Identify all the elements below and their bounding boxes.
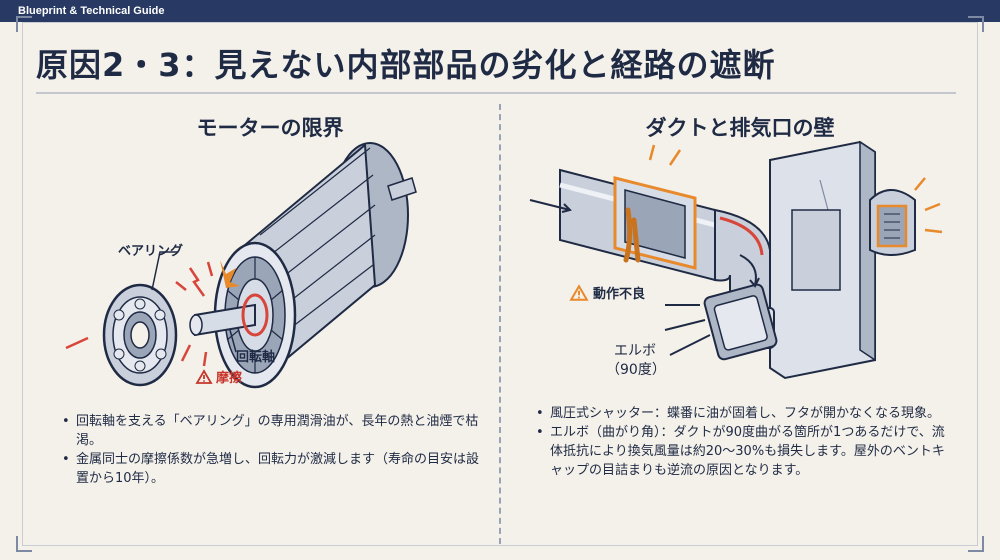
motor-section-title: モーターの限界 bbox=[196, 116, 344, 140]
bearing-leader-line bbox=[151, 251, 178, 291]
section-divider bbox=[499, 104, 501, 544]
list-item: 金属同士の摩擦係数が急増し、回転力が激減します（寿命の目安は設置から10年）。 bbox=[62, 450, 482, 488]
friction-warning: 摩擦 bbox=[195, 367, 243, 386]
arrow-icon bbox=[529, 199, 760, 356]
straight-duct bbox=[559, 168, 716, 282]
vent-cap-icon bbox=[869, 189, 916, 256]
bearing-label: ベアリング bbox=[118, 244, 184, 259]
elbow-angle-label: （90度） bbox=[606, 362, 666, 378]
motor-illustration bbox=[65, 142, 417, 389]
frame-corner bbox=[968, 536, 984, 552]
friction-label: 摩擦 bbox=[216, 371, 243, 386]
list-item: エルボ（曲がり角）：ダクトが90度曲がる箇所が1つあるだけで、流体抵抗により換気… bbox=[536, 423, 956, 480]
duct-illustration bbox=[529, 140, 943, 380]
frame-corner bbox=[968, 16, 984, 32]
warning-triangle-icon bbox=[569, 283, 589, 301]
malfunction-warning: 動作不良 bbox=[569, 283, 646, 302]
spark-icon bbox=[220, 260, 240, 288]
duct-section-title: ダクトと排気口の壁 bbox=[645, 116, 835, 140]
elbow-label: エルボ bbox=[614, 343, 656, 359]
spark-icon bbox=[65, 261, 214, 367]
shaft-leader-line bbox=[229, 329, 237, 353]
spark-icon bbox=[648, 144, 943, 234]
duct-bullets: 風圧式シャッター：蝶番に油が固着し、フタが開かなくなる現象。 エルボ（曲がり角）… bbox=[536, 404, 956, 480]
page-title: 原因2・3：見えない内部部品の劣化と経路の遮断 bbox=[36, 46, 776, 84]
list-item: 風圧式シャッター：蝶番に油が固着し、フタが開かなくなる現象。 bbox=[536, 404, 956, 423]
wall bbox=[769, 140, 876, 380]
motor-bullets: 回転軸を支える「ベアリング」の専用潤滑油が、長年の熱と油煙で枯渇。 金属同士の摩… bbox=[62, 412, 482, 488]
list-item: 回転軸を支える「ベアリング」の専用潤滑油が、長年の熱と油煙で枯渇。 bbox=[62, 412, 482, 450]
malfunction-label: 動作不良 bbox=[593, 287, 646, 302]
frame-corner bbox=[16, 16, 32, 32]
brand-bar: Blueprint & Technical Guide bbox=[0, 0, 1000, 22]
blueprint-frame bbox=[22, 22, 978, 546]
title-rule bbox=[36, 92, 956, 94]
frame-corner bbox=[16, 536, 32, 552]
shaft-label: 回転軸 bbox=[236, 350, 276, 365]
brand-label: Blueprint & Technical Guide bbox=[18, 5, 165, 17]
warning-triangle-icon bbox=[195, 368, 213, 384]
elbow-duct bbox=[703, 208, 778, 361]
bearing-icon bbox=[102, 283, 178, 387]
